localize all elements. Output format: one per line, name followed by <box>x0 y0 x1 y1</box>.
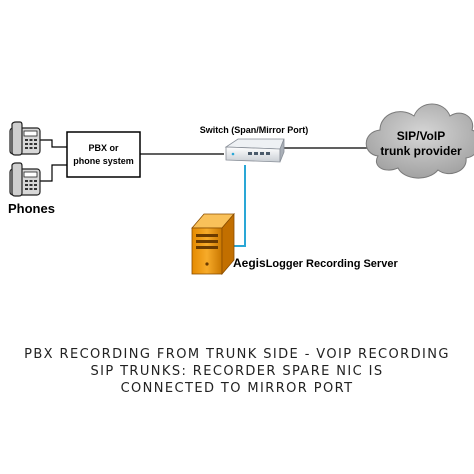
caption-line: SIP TRUNKS: RECORDER SPARE NIC IS <box>90 364 384 379</box>
phone-icon <box>9 162 41 197</box>
server-label-brand: Aegis <box>233 256 266 270</box>
sip-cloud-icon <box>365 103 474 179</box>
server-label: AegisLogger Recording Server <box>233 256 398 270</box>
connections <box>38 139 372 182</box>
cloud-label-line1: SIP/VoIP <box>397 129 445 143</box>
cloud-label-line2: trunk provider <box>380 144 462 158</box>
caption-line: CONNECTED TO MIRROR PORT <box>120 381 354 396</box>
server-label-rest: Logger Recording Server <box>266 258 399 270</box>
diagram-caption: PBX RECORDING FROM TRUNK SIDE - VOIP REC… <box>0 346 474 397</box>
mirror-port-link <box>233 165 246 247</box>
network-switch-icon <box>224 138 285 163</box>
switch-label: Switch (Span/Mirror Port) <box>200 125 309 135</box>
pbx-box <box>66 131 141 178</box>
phones-label: Phones <box>8 201 55 216</box>
server-icon <box>191 212 235 276</box>
pbx-label-line1: PBX or <box>88 143 119 153</box>
phone-icon <box>9 121 41 156</box>
phone-top-link <box>38 139 67 148</box>
pbx-label-line2: phone system <box>73 156 134 166</box>
phone-bottom-link <box>38 164 67 182</box>
caption-line: PBX RECORDING FROM TRUNK SIDE - VOIP REC… <box>24 347 450 362</box>
